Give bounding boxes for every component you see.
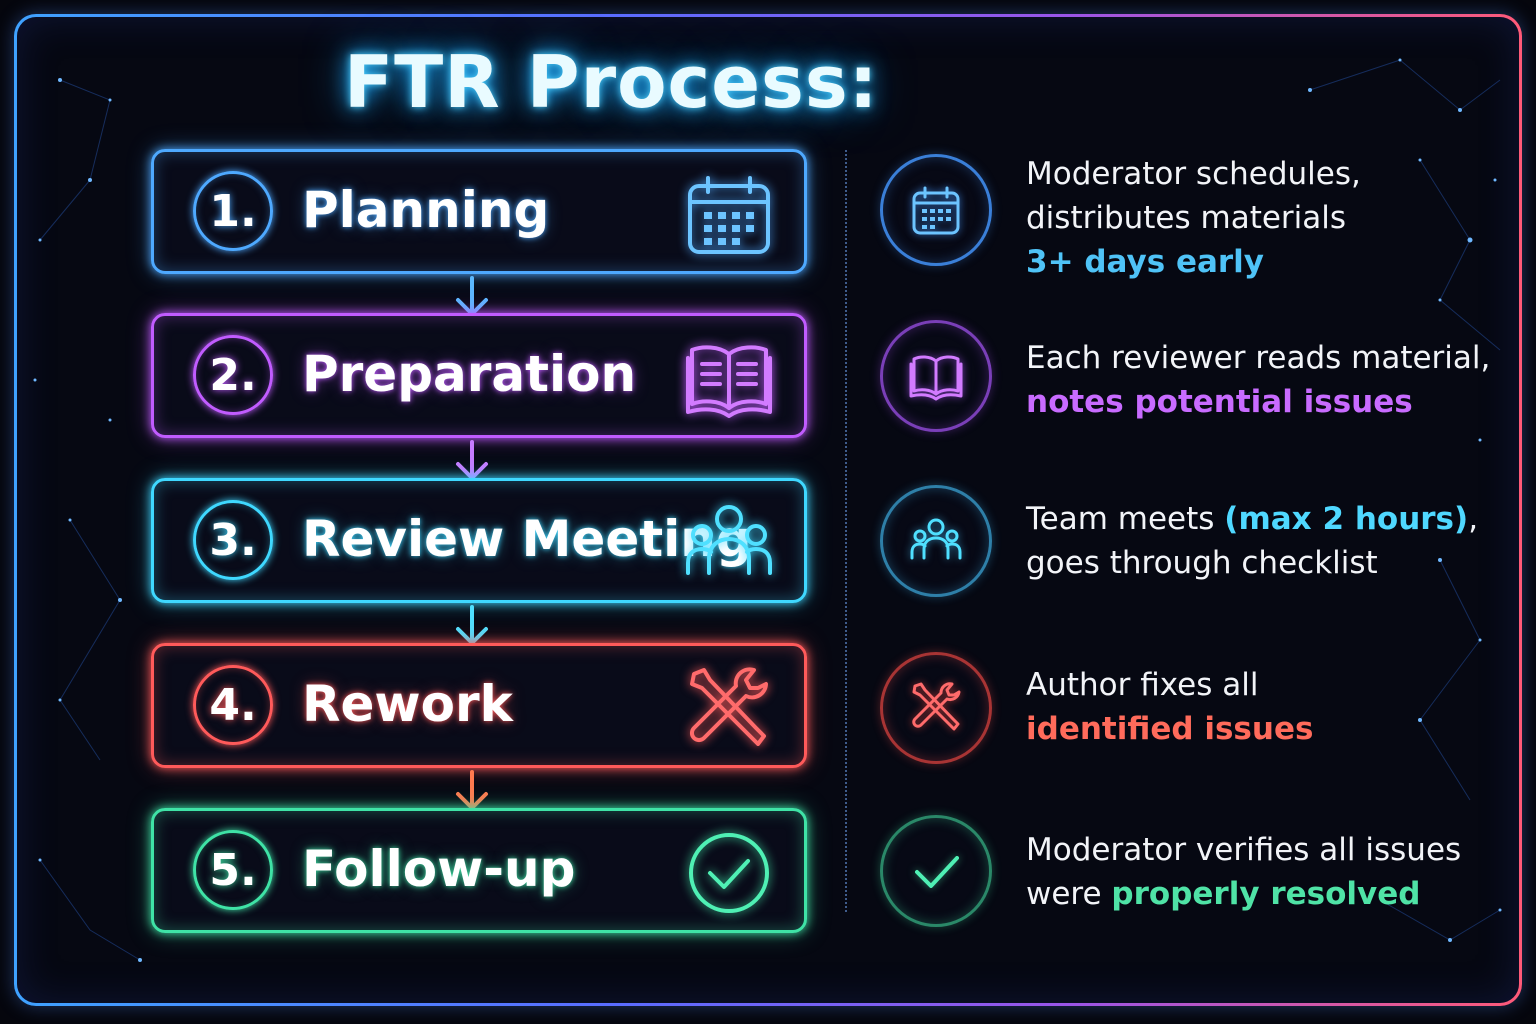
preparation-description: Each reviewer reads material, notes pote… bbox=[1026, 336, 1496, 424]
description-after: , goes through checklist bbox=[1026, 501, 1479, 581]
open-book-icon bbox=[909, 355, 963, 401]
follow-up-description: Moderator verifies all issues were prope… bbox=[1026, 828, 1496, 916]
step-label: Planning bbox=[302, 181, 550, 239]
step-planning: 1. Planning bbox=[151, 149, 807, 274]
step-number: 3. bbox=[193, 500, 273, 580]
arrow-down-icon bbox=[456, 605, 488, 645]
review-meeting-description: Team meets (max 2 hours), goes through c… bbox=[1026, 497, 1496, 585]
planning-description: Moderator schedules, distributes materia… bbox=[1026, 152, 1496, 284]
dotted-divider bbox=[845, 150, 847, 912]
step-label: Preparation bbox=[302, 345, 637, 403]
arrow-down-icon bbox=[456, 770, 488, 810]
step-number: 1. bbox=[193, 171, 273, 251]
checkmark-icon bbox=[915, 856, 959, 888]
step-review-meeting: 3. Review Meeting bbox=[151, 478, 807, 603]
step-number: 2. bbox=[193, 335, 273, 415]
tools-icon bbox=[689, 667, 768, 746]
preparation-icon-circle bbox=[880, 320, 992, 432]
step-preparation: 2. Preparation bbox=[151, 313, 807, 438]
step-label: Follow-up bbox=[302, 840, 576, 898]
calendar-icon bbox=[688, 176, 770, 254]
step-label: Review Meeting bbox=[302, 510, 752, 568]
rework-icon-circle bbox=[880, 652, 992, 764]
description-text: Moderator verifies all issues were bbox=[1026, 832, 1462, 912]
step-label: Rework bbox=[302, 675, 513, 733]
description-highlight: 3+ days early bbox=[1026, 244, 1265, 280]
calendar-icon bbox=[912, 186, 960, 235]
arrow-down-icon bbox=[456, 440, 488, 480]
planning-icon-circle bbox=[880, 154, 992, 266]
open-book-icon bbox=[686, 345, 772, 418]
arrow-down-icon bbox=[456, 276, 488, 316]
step-follow-up: 5. Follow-up bbox=[151, 808, 807, 933]
description-text: Each reviewer reads material, bbox=[1026, 340, 1491, 376]
review-meeting-icon-circle bbox=[880, 485, 992, 597]
description-highlight: (max 2 hours) bbox=[1224, 501, 1469, 537]
team-icon bbox=[910, 518, 962, 560]
team-icon bbox=[686, 505, 772, 575]
description-text: Team meets bbox=[1026, 501, 1215, 537]
follow-up-icon-circle bbox=[880, 815, 992, 927]
step-rework: 4. Rework bbox=[151, 643, 807, 768]
step-number: 4. bbox=[193, 665, 273, 745]
rework-description: Author fixes all identified issues bbox=[1026, 663, 1496, 751]
page-title: FTR Process: bbox=[344, 40, 879, 124]
description-highlight: properly resolved bbox=[1111, 876, 1421, 912]
description-text: Author fixes all bbox=[1026, 667, 1259, 703]
step-number: 5. bbox=[193, 830, 273, 910]
description-text: Moderator schedules, distributes materia… bbox=[1026, 156, 1361, 236]
description-highlight: identified issues bbox=[1026, 711, 1314, 747]
checkmark-circle-icon bbox=[689, 833, 769, 913]
description-highlight: notes potential issues bbox=[1026, 384, 1413, 420]
tools-icon bbox=[912, 682, 961, 731]
